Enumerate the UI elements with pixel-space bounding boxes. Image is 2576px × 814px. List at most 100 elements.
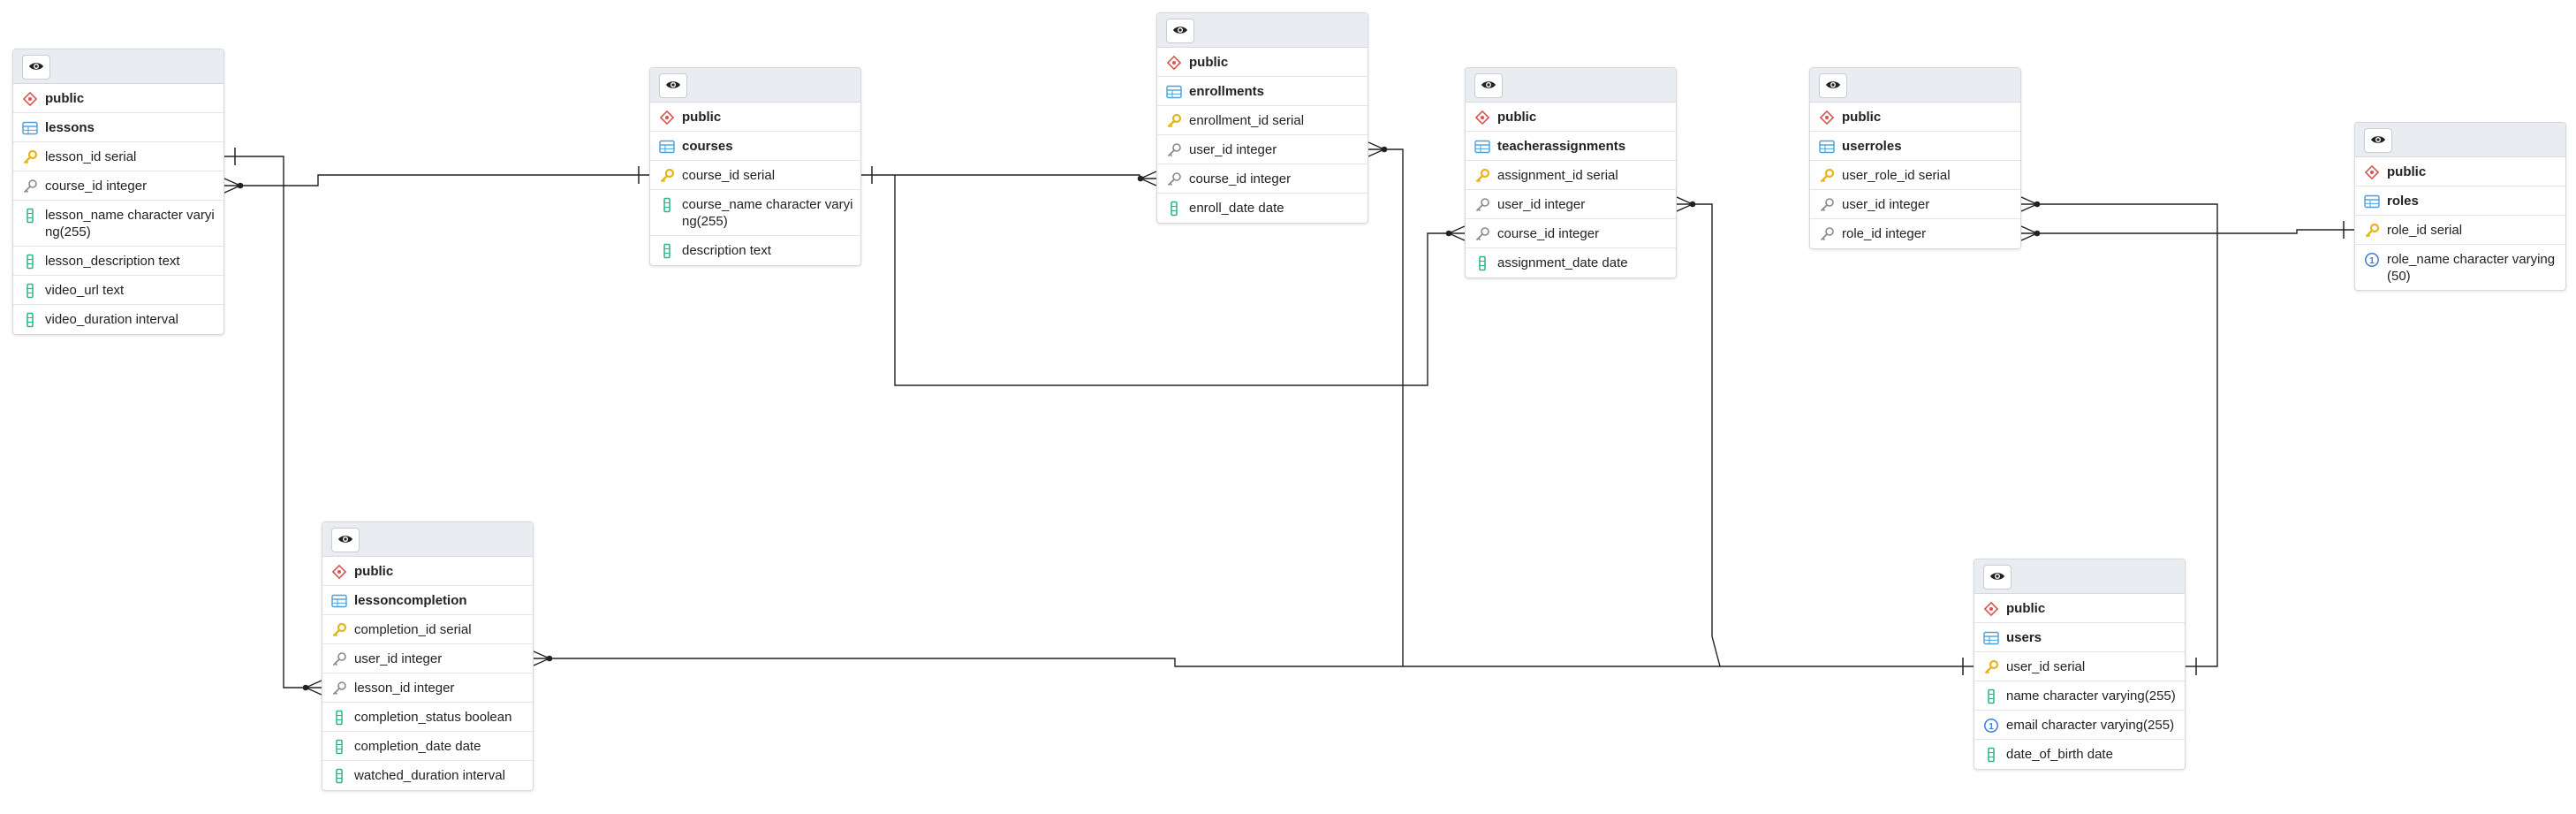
column-row-enrollment_id[interactable]: enrollment_id serial	[1157, 106, 1368, 135]
fk-dot	[546, 655, 553, 662]
foreign-key-icon	[22, 178, 38, 194]
fk-dot	[302, 684, 309, 691]
table-name-row[interactable]: enrollments	[1157, 77, 1368, 106]
view-data-button[interactable]	[1166, 19, 1194, 43]
column-row-course_id[interactable]: course_id integer	[13, 171, 224, 201]
table-icon	[659, 138, 675, 155]
column-row-course_name[interactable]: course_name character varying(255)	[650, 190, 860, 236]
foreign-key-icon	[331, 680, 347, 696]
view-data-button[interactable]	[331, 528, 360, 552]
column-row-video_url[interactable]: video_url text	[13, 276, 224, 305]
view-data-button[interactable]	[1983, 565, 2012, 590]
crowfoot-mark	[2020, 196, 2038, 212]
column-row-description[interactable]: description text	[650, 236, 860, 265]
relationship-line	[2037, 229, 2354, 234]
table-name-row[interactable]: lessons	[13, 113, 224, 142]
table-name-row[interactable]: teacherassignments	[1466, 132, 1676, 161]
column-row-role_id[interactable]: role_id serial	[2355, 216, 2565, 245]
table-name-row[interactable]: userroles	[1810, 132, 2020, 161]
eye-icon	[665, 79, 681, 94]
column-icon	[22, 207, 38, 224]
column-icon	[22, 253, 38, 270]
schema-row: public	[322, 557, 533, 586]
table-header	[2355, 123, 2565, 157]
view-data-button[interactable]	[659, 73, 687, 98]
column-label: completion_date date	[354, 739, 481, 754]
column-label: assignment_id serial	[1497, 168, 1618, 183]
column-row-user_id[interactable]: user_id serial	[1974, 652, 2185, 681]
column-label: user_id integer	[1842, 197, 1930, 212]
table-node-userroles[interactable]: public userroles user_role_id serial user_i…	[1809, 67, 2021, 249]
column-row-user_id[interactable]: user_id integer	[1466, 190, 1676, 219]
view-data-button[interactable]	[1819, 73, 1847, 98]
table-name: userroles	[1842, 139, 1902, 154]
column-row-user_id[interactable]: user_id integer	[322, 644, 533, 673]
table-name-row[interactable]: lessoncompletion	[322, 586, 533, 615]
column-label: course_id integer	[1497, 226, 1600, 241]
column-label: course_name character varying(255)	[682, 197, 853, 229]
view-data-button[interactable]	[22, 55, 50, 80]
column-row-lesson_name[interactable]: lesson_name character varying(255)	[13, 201, 224, 247]
column-row-role_id[interactable]: role_id integer	[1810, 219, 2020, 248]
column-row-lesson_description[interactable]: lesson_description text	[13, 247, 224, 276]
column-row-date_of_birth[interactable]: date_of_birth date	[1974, 740, 2185, 769]
column-icon	[1983, 746, 1999, 763]
column-row-enroll_date[interactable]: enroll_date date	[1157, 194, 1368, 223]
column-row-watched_duration[interactable]: watched_duration interval	[322, 761, 533, 790]
table-header	[1466, 68, 1676, 103]
view-data-button[interactable]	[2364, 128, 2392, 153]
column-icon	[22, 311, 38, 328]
foreign-key-icon	[1819, 196, 1835, 213]
table-name-row[interactable]: roles	[2355, 186, 2565, 216]
column-label: enroll_date date	[1189, 201, 1284, 216]
column-row-user_role_id[interactable]: user_role_id serial	[1810, 161, 2020, 190]
crowfoot-mark	[1448, 225, 1466, 241]
column-icon	[22, 282, 38, 299]
column-row-user_id[interactable]: user_id integer	[1157, 135, 1368, 164]
column-row-name[interactable]: name character varying(255)	[1974, 681, 2185, 711]
view-data-button[interactable]	[1474, 73, 1503, 98]
relationship-line	[1384, 148, 1404, 666]
column-icon	[331, 738, 347, 755]
table-name-row[interactable]: users	[1974, 623, 2185, 652]
schema-row: public	[2355, 157, 2565, 186]
column-row-assignment_date[interactable]: assignment_date date	[1466, 248, 1676, 278]
column-icon	[331, 709, 347, 726]
column-row-lesson_id[interactable]: lesson_id integer	[322, 673, 533, 703]
relationship-line	[224, 156, 306, 688]
column-row-assignment_id[interactable]: assignment_id serial	[1466, 161, 1676, 190]
crowfoot-mark	[224, 178, 241, 194]
fk-dot	[1689, 201, 1696, 208]
schema-icon	[331, 563, 347, 580]
table-header	[13, 49, 224, 84]
table-header	[1974, 559, 2185, 594]
column-row-completion_id[interactable]: completion_id serial	[322, 615, 533, 644]
column-label: video_url text	[45, 283, 125, 298]
column-row-course_id[interactable]: course_id integer	[1466, 219, 1676, 248]
column-row-video_duration[interactable]: video_duration interval	[13, 305, 224, 334]
schema-name: public	[1842, 110, 1882, 125]
column-icon	[331, 767, 347, 784]
column-row-course_id[interactable]: course_id integer	[1157, 164, 1368, 194]
column-icon	[659, 196, 675, 213]
table-icon	[1983, 629, 1999, 646]
table-name-row[interactable]: courses	[650, 132, 860, 161]
column-row-course_id[interactable]: course_id serial	[650, 161, 860, 190]
primary-key-icon	[1819, 167, 1835, 184]
column-label: completion_status boolean	[354, 710, 512, 725]
primary-key-icon	[659, 167, 675, 184]
column-row-lesson_id[interactable]: lesson_id serial	[13, 142, 224, 171]
column-row-completion_status[interactable]: completion_status boolean	[322, 703, 533, 732]
column-row-user_id[interactable]: user_id integer	[1810, 190, 2020, 219]
column-row-completion_date[interactable]: completion_date date	[322, 732, 533, 761]
